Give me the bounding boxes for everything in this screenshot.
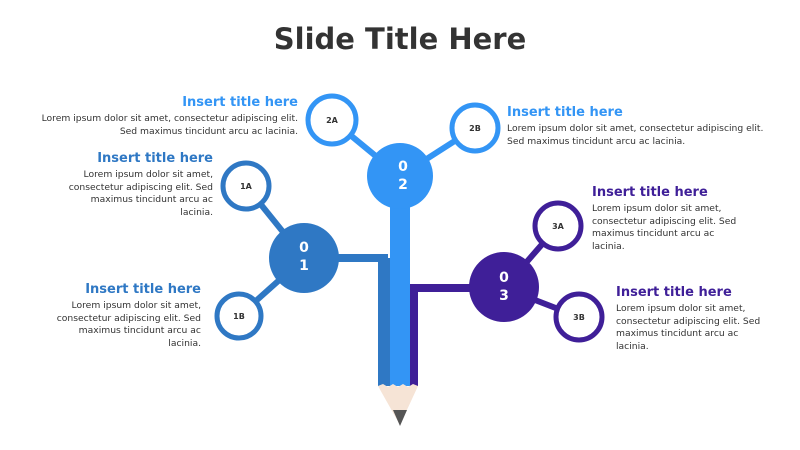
slide-title: Slide Title Here bbox=[273, 22, 527, 56]
sub-node-3a-label: 3A bbox=[552, 222, 565, 231]
block-1b-text: Lorem ipsum dolor sit amet, consectetur … bbox=[56, 300, 201, 349]
text-block-3b: Insert title here Lorem ipsum dolor sit … bbox=[616, 285, 766, 353]
text-block-2a: Insert title here Lorem ipsum dolor sit … bbox=[40, 95, 298, 138]
block-1a-title: Insert title here bbox=[97, 151, 213, 166]
pencil-lead bbox=[393, 410, 407, 426]
text-block-1b: Insert title here Lorem ipsum dolor sit … bbox=[56, 282, 201, 350]
pencil-wood bbox=[378, 384, 418, 425]
main-node-03: 0 3 bbox=[469, 252, 539, 322]
sub-node-3b: 3B bbox=[553, 291, 605, 343]
main-node-02: 0 2 bbox=[367, 143, 433, 209]
block-3a-title: Insert title here bbox=[592, 185, 708, 200]
main-node-03-label-a: 0 bbox=[499, 270, 509, 286]
block-2a-text: Lorem ipsum dolor sit amet, consectetur … bbox=[41, 113, 298, 137]
main-node-01: 0 1 bbox=[269, 223, 339, 293]
sub-node-2b: 2B bbox=[449, 102, 501, 154]
sub-node-1b: 1B bbox=[214, 291, 264, 341]
main-node-01-label-b: 1 bbox=[299, 258, 309, 274]
pencil-tip bbox=[378, 384, 418, 426]
block-3a-text: Lorem ipsum dolor sit amet, consectetur … bbox=[592, 203, 737, 252]
sub-node-2a: 2A bbox=[305, 93, 359, 147]
block-3b-title: Insert title here bbox=[616, 285, 732, 300]
sub-node-1b-label: 1B bbox=[233, 312, 245, 321]
block-2a-title: Insert title here bbox=[182, 95, 298, 110]
main-node-02-label-b: 2 bbox=[398, 177, 408, 193]
block-1b-title: Insert title here bbox=[85, 282, 201, 297]
main-node-02-label-a: 0 bbox=[398, 159, 408, 175]
sub-node-3b-label: 3B bbox=[573, 313, 585, 322]
main-node-03-label-b: 3 bbox=[499, 288, 509, 304]
block-3b-text: Lorem ipsum dolor sit amet, consectetur … bbox=[616, 303, 761, 352]
text-block-2b: Insert title here Lorem ipsum dolor sit … bbox=[507, 105, 765, 148]
block-1a-text: Lorem ipsum dolor sit amet, consectetur … bbox=[68, 169, 213, 218]
block-2b-title: Insert title here bbox=[507, 105, 623, 120]
sub-node-2a-label: 2A bbox=[326, 116, 339, 125]
text-block-1a: Insert title here Lorem ipsum dolor sit … bbox=[68, 151, 213, 219]
main-node-01-label-a: 0 bbox=[299, 240, 309, 256]
sub-node-1a: 1A bbox=[220, 160, 272, 212]
sub-node-2b-label: 2B bbox=[469, 124, 481, 133]
pencil-strip-2 bbox=[390, 180, 410, 386]
sub-node-1a-label: 1A bbox=[240, 182, 253, 191]
sub-node-3a: 3A bbox=[532, 200, 584, 252]
block-2b-text: Lorem ipsum dolor sit amet, consectetur … bbox=[507, 123, 764, 147]
text-block-3a: Insert title here Lorem ipsum dolor sit … bbox=[592, 185, 742, 253]
